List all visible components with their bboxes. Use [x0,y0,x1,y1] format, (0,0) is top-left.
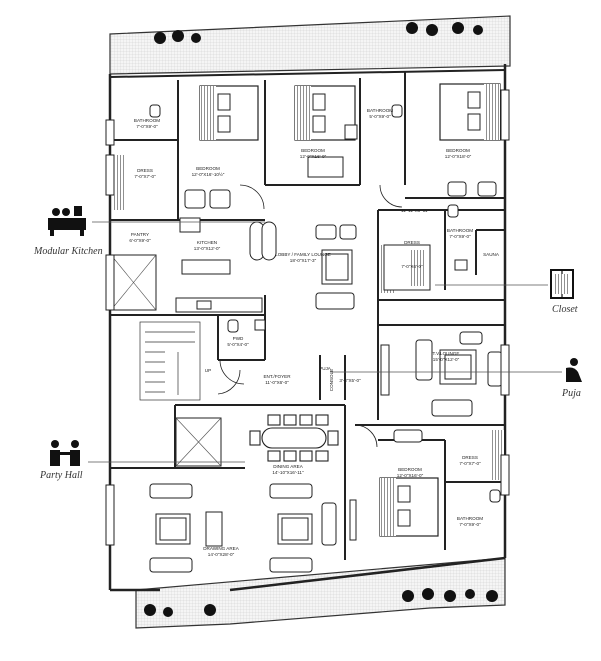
party-hall-label: Party Hall [39,470,83,481]
room-name: BATHROOM [134,118,160,123]
room-dim: 11'-11"X8'-11" [401,208,429,213]
room-dim: 14'-0"X28'-0" [208,552,235,557]
room-name: SAUNA [483,252,500,257]
bed-3 [439,83,501,141]
room-name: BEDROOM [398,467,422,472]
room-dim: 13'-0"X12'-0" [194,246,221,251]
room-name: PANTRY [131,232,149,237]
shaft-left [110,254,157,311]
kitchen-counters [175,217,277,313]
room-name: PUJA [319,366,332,371]
door-swings [217,184,403,448]
sofas [149,181,503,573]
room-name: BEDROOM [196,166,220,171]
room-name: T.V.LOUNGE [433,351,460,356]
room-name: BEDROOM [446,148,470,153]
tables [155,156,477,547]
fixtures [149,104,501,503]
bed-4 [379,477,439,537]
windows [105,89,510,546]
dining-table [249,414,339,462]
interior-walls [109,69,506,560]
room-dim: 5'-0"X9'-0" [369,114,391,119]
room-dim: 7'-0"X6'-0" [401,264,423,269]
room-name: BEDROOM [301,148,325,153]
room-name: DRESS [462,455,478,460]
room-name: DRAWING AREA [203,546,239,551]
room-name: PWD [233,336,244,341]
room-dim: 6'-0"X9'-0" [129,238,151,243]
room-dim: 3'-3"X5'-0" [339,378,361,383]
shaft-center [175,417,222,467]
room-name: ENT./FOYER [263,374,291,379]
puja-icon [566,358,582,382]
room-dim: 12'-0"X18'-0" [445,154,472,159]
room-dim: 14'-10"X16'-11" [272,470,304,475]
party-hall-icon [50,440,80,466]
room-name: DRESS [404,240,420,245]
room-name: LOBBY / FAMILY LOUNGE [275,252,331,257]
room-dim: 15'-0"X12'-0" [433,357,460,362]
room-dim: 7'-0"X9'-0" [459,522,481,527]
closet-label: Closet [552,304,578,315]
room-dim: 12'-0"X16'-0" [397,473,424,478]
room-name: KITCHEN [197,240,217,245]
terrace-top [109,15,511,75]
room-dim: 5'-0"X4'-0" [227,342,249,347]
room-name: BATHROOM [447,228,473,233]
console-label: CONSOLE [329,369,334,391]
room-name: DINING AREA [273,464,304,469]
modular-kitchen-icon [48,206,86,236]
puja-label: Puja [561,388,581,399]
room-dim: 7'-0"X9'-0" [449,234,471,239]
room-dim: 7'-0"X7'-0" [134,174,156,179]
room-name: BATHROOM [457,516,483,521]
room-dim: 12'-0"X16'-10½" [192,171,225,177]
callout-labels: Modular Kitchen Party Hall Closet Puja [33,246,581,481]
bed-1 [199,85,259,141]
modular-kitchen-label: Modular Kitchen [33,246,103,257]
room-name: DRESS [137,168,153,173]
callout-lines [88,221,562,463]
plants [144,22,498,617]
room-name: UP [205,368,211,373]
room-dim: 18'-0"X17'-3" [290,258,317,263]
room-dim: 12'-0"X16'-0" [300,154,327,159]
room-dim: 11'-0"X6'-0" [265,380,289,385]
closet-icon [550,269,574,299]
room-dim: 7'-0"X9'-0" [136,124,158,129]
room-name: BATHROOM [367,108,393,113]
staircase [139,321,201,401]
room-dim: 7'-0"X7'-0" [459,461,481,466]
room-labels: BATHROOM 7'-0"X9'-0" BEDROOM 12'-0"X16'-… [129,108,500,557]
wardrobes [112,155,504,480]
